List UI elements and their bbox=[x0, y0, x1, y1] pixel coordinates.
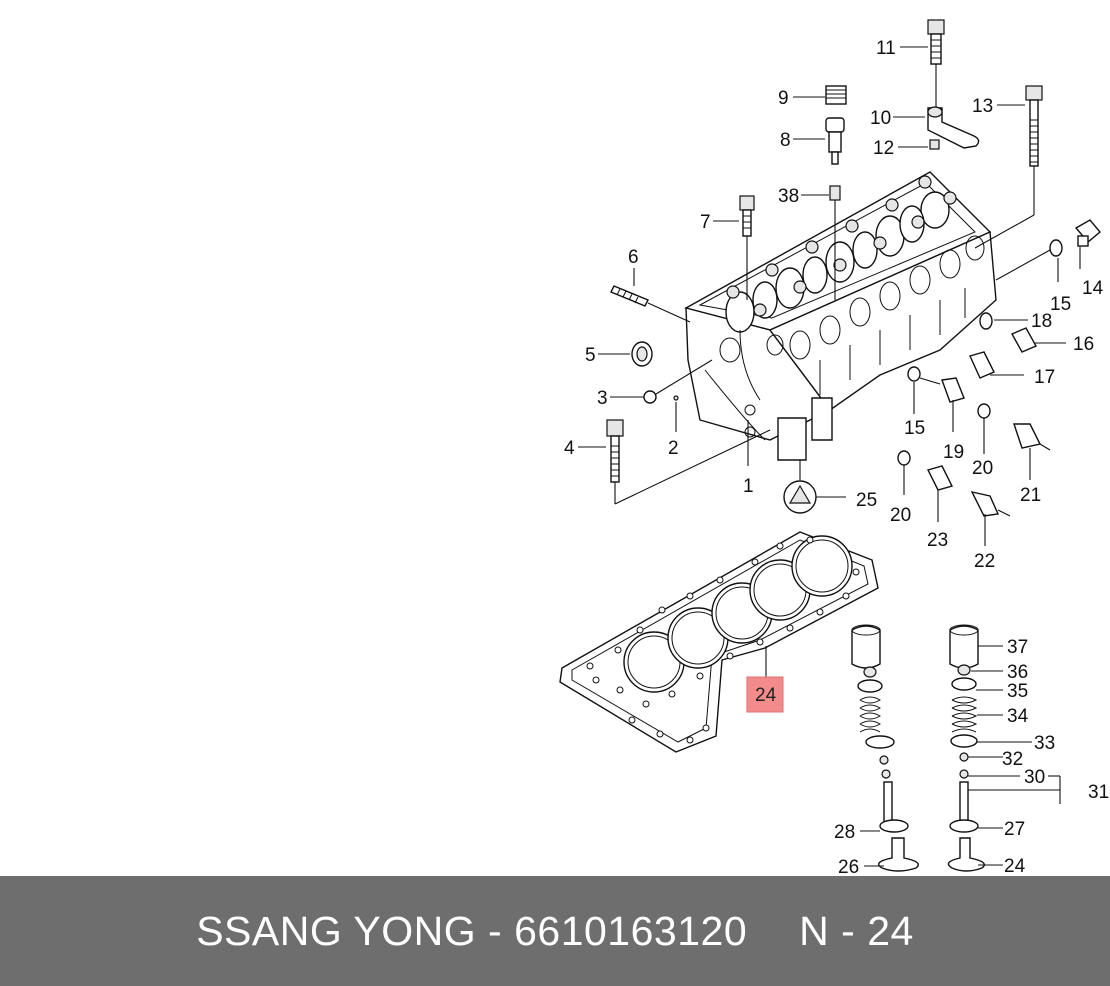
callout-3: 3 bbox=[597, 388, 608, 409]
washer-20-upper bbox=[977, 403, 991, 419]
callout-2: 2 bbox=[668, 438, 679, 459]
bolt-11 bbox=[927, 19, 945, 108]
callout-13: 13 bbox=[972, 96, 993, 117]
ref-number: 24 bbox=[867, 907, 914, 954]
callout-20-upper: 20 bbox=[972, 458, 993, 479]
callout-6: 6 bbox=[628, 247, 639, 268]
highlighted-callout: 24 bbox=[746, 676, 784, 713]
stud-6 bbox=[610, 285, 691, 323]
sensor-22 bbox=[970, 490, 1011, 517]
washer-15-upper bbox=[1049, 239, 1063, 257]
sensor-23 bbox=[926, 465, 954, 491]
brand-name: SSANG YONG bbox=[196, 907, 477, 954]
callout-23: 23 bbox=[927, 530, 948, 551]
callout-34: 34 bbox=[1007, 706, 1029, 727]
callout-14: 14 bbox=[1082, 278, 1104, 299]
callout-7: 7 bbox=[700, 212, 711, 233]
callout-35: 35 bbox=[1007, 681, 1028, 702]
cylinder-head bbox=[684, 171, 997, 461]
bolt-7 bbox=[739, 195, 755, 300]
plug-14 bbox=[1074, 219, 1101, 247]
dowel-12 bbox=[929, 139, 940, 150]
callout-37: 37 bbox=[1007, 637, 1028, 658]
plug-16 bbox=[1011, 327, 1037, 353]
callout-labels: 11 9 10 13 8 12 38 7 6 14 15 18 16 5 17 … bbox=[564, 38, 1109, 876]
part-38 bbox=[829, 185, 841, 300]
callout-30: 30 bbox=[1024, 767, 1045, 788]
callout-16: 16 bbox=[1073, 334, 1094, 355]
callout-29: 28 bbox=[834, 822, 855, 843]
ball-3 bbox=[643, 390, 657, 404]
injector-8 bbox=[825, 117, 845, 165]
bolt-4 bbox=[606, 419, 771, 505]
nut-9 bbox=[825, 85, 847, 105]
exploded-parts-diagram: 11 9 10 13 8 12 38 7 6 14 15 18 16 5 17 … bbox=[559, 19, 1109, 876]
callout-19: 19 bbox=[943, 442, 964, 463]
pin-2 bbox=[673, 395, 679, 401]
callout-36: 36 bbox=[1007, 662, 1028, 683]
callout-15-lower: 15 bbox=[904, 418, 925, 439]
valve-stack-exhaust bbox=[947, 624, 985, 872]
bolt-13 bbox=[974, 85, 1043, 249]
sensor-19 bbox=[941, 377, 965, 403]
leader-lines bbox=[578, 46, 1081, 867]
part-number: 6610163120 bbox=[514, 907, 748, 954]
head-gasket-24 bbox=[559, 531, 879, 753]
callout-4: 4 bbox=[564, 438, 575, 459]
washer-15-lower bbox=[907, 366, 921, 382]
callout-28: 27 bbox=[1004, 819, 1025, 840]
callout-31: 31 bbox=[1088, 782, 1109, 803]
callout-9: 9 bbox=[778, 88, 789, 109]
callout-33: 33 bbox=[1034, 733, 1055, 754]
cap-25 bbox=[783, 460, 817, 514]
callout-38: 38 bbox=[778, 186, 799, 207]
washer-17 bbox=[979, 312, 993, 330]
callout-21: 21 bbox=[1020, 485, 1041, 506]
valve-stack-intake bbox=[851, 624, 919, 872]
footer-separator: - bbox=[488, 907, 503, 954]
callout-5: 5 bbox=[585, 345, 596, 366]
callout-12: 12 bbox=[873, 138, 894, 159]
callout-22: 22 bbox=[974, 551, 995, 572]
callout-15-upper: 15 bbox=[1050, 294, 1071, 315]
footer-bar: SSANG YONG - 6610163120 N - 24 bbox=[0, 876, 1110, 986]
callout-32: 32 bbox=[1002, 749, 1023, 770]
callout-24: 24 bbox=[755, 685, 777, 706]
callout-25: 25 bbox=[856, 490, 877, 511]
callout-26: 24 bbox=[1004, 856, 1026, 876]
callout-1: 1 bbox=[743, 476, 754, 497]
plug-18 bbox=[969, 351, 995, 379]
callout-18: 17 bbox=[1034, 367, 1055, 388]
ref-prefix: N bbox=[799, 907, 830, 954]
callout-27: 26 bbox=[838, 857, 859, 876]
callout-20-lower: 20 bbox=[890, 505, 911, 526]
sensor-21 bbox=[1013, 423, 1051, 451]
washer-20-lower bbox=[897, 450, 911, 466]
bracket-10 bbox=[927, 107, 980, 149]
ref-separator: - bbox=[841, 907, 856, 954]
callout-17: 18 bbox=[1031, 311, 1052, 332]
callout-11: 11 bbox=[876, 38, 896, 59]
callout-8: 8 bbox=[780, 130, 791, 151]
callout-10: 10 bbox=[870, 108, 891, 129]
